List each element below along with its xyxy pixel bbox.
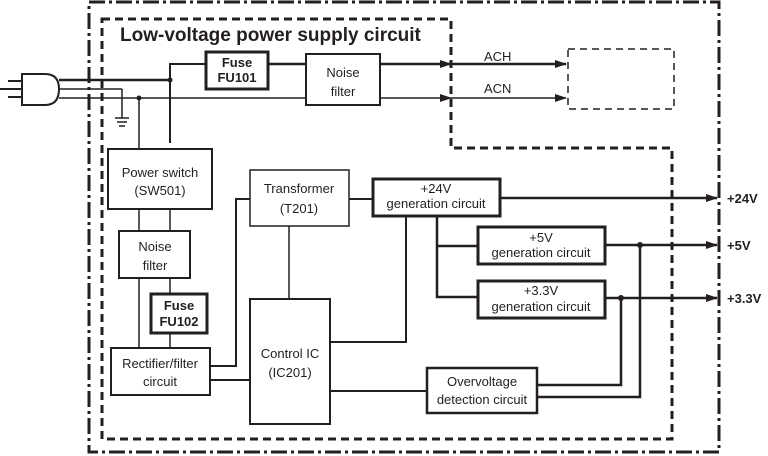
svg-text:generation circuit: generation circuit [387, 196, 486, 211]
svg-text:+3.3V: +3.3V [524, 283, 559, 298]
svg-text:Fuse: Fuse [164, 298, 194, 313]
svg-text:Rectifier/filter: Rectifier/filter [122, 356, 199, 371]
control-ic-ic201: Control IC (IC201) [249, 298, 331, 425]
svg-text:Overvoltage: Overvoltage [447, 374, 517, 389]
ac-load-box [567, 48, 675, 110]
svg-text:(SW501): (SW501) [134, 183, 185, 198]
svg-text:FU101: FU101 [217, 70, 256, 85]
noise-filter-1: Noise filter [305, 53, 381, 106]
svg-text:+24V: +24V [421, 181, 452, 196]
noise-filter-2: Noise filter [118, 230, 191, 279]
svg-text:Noise: Noise [138, 239, 171, 254]
fuse-fu101: Fuse FU101 [204, 50, 270, 91]
wire-ach [59, 60, 567, 143]
output-3v3-label: +3.3V [727, 291, 762, 306]
diagram-title: Low-voltage power supply circuit [120, 25, 422, 46]
gen-5v-circuit: +5V generation circuit [476, 225, 607, 266]
low-voltage-boundary [100, 17, 674, 441]
svg-text:Fuse: Fuse [222, 55, 252, 70]
output-24v-label: +24V [727, 191, 758, 206]
svg-text:Transformer: Transformer [264, 181, 335, 196]
ach-label: ACH [484, 49, 511, 64]
output-5v-label: +5V [727, 238, 751, 253]
ac-plug-icon [0, 73, 61, 106]
svg-text:Power switch: Power switch [122, 165, 199, 180]
power-switch-sw501: Power switch (SW501) [107, 148, 213, 210]
gen-24v-circuit: +24V generation circuit [371, 177, 502, 218]
fuse-fu102: Fuse FU102 [149, 292, 209, 335]
svg-text:(T201): (T201) [280, 201, 318, 216]
svg-text:Noise: Noise [326, 65, 359, 80]
acn-label: ACN [484, 81, 511, 96]
svg-text:FU102: FU102 [159, 314, 198, 329]
svg-text:+5V: +5V [529, 230, 553, 245]
svg-text:generation circuit: generation circuit [492, 245, 591, 260]
svg-text:Control IC: Control IC [261, 346, 320, 361]
wire-acn [59, 94, 567, 149]
svg-text:circuit: circuit [143, 374, 177, 389]
svg-text:generation circuit: generation circuit [492, 299, 591, 314]
rectifier-filter-circuit: Rectifier/filter circuit [110, 347, 211, 396]
svg-text:filter: filter [143, 258, 168, 273]
ground-icon [60, 88, 129, 127]
svg-text:(IC201): (IC201) [268, 365, 311, 380]
svg-text:detection circuit: detection circuit [437, 392, 528, 407]
overvoltage-detection-circuit: Overvoltage detection circuit [425, 366, 539, 415]
svg-text:filter: filter [331, 84, 356, 99]
gen-3v3-circuit: +3.3V generation circuit [476, 279, 607, 320]
transformer-t201: Transformer (T201) [249, 169, 350, 227]
